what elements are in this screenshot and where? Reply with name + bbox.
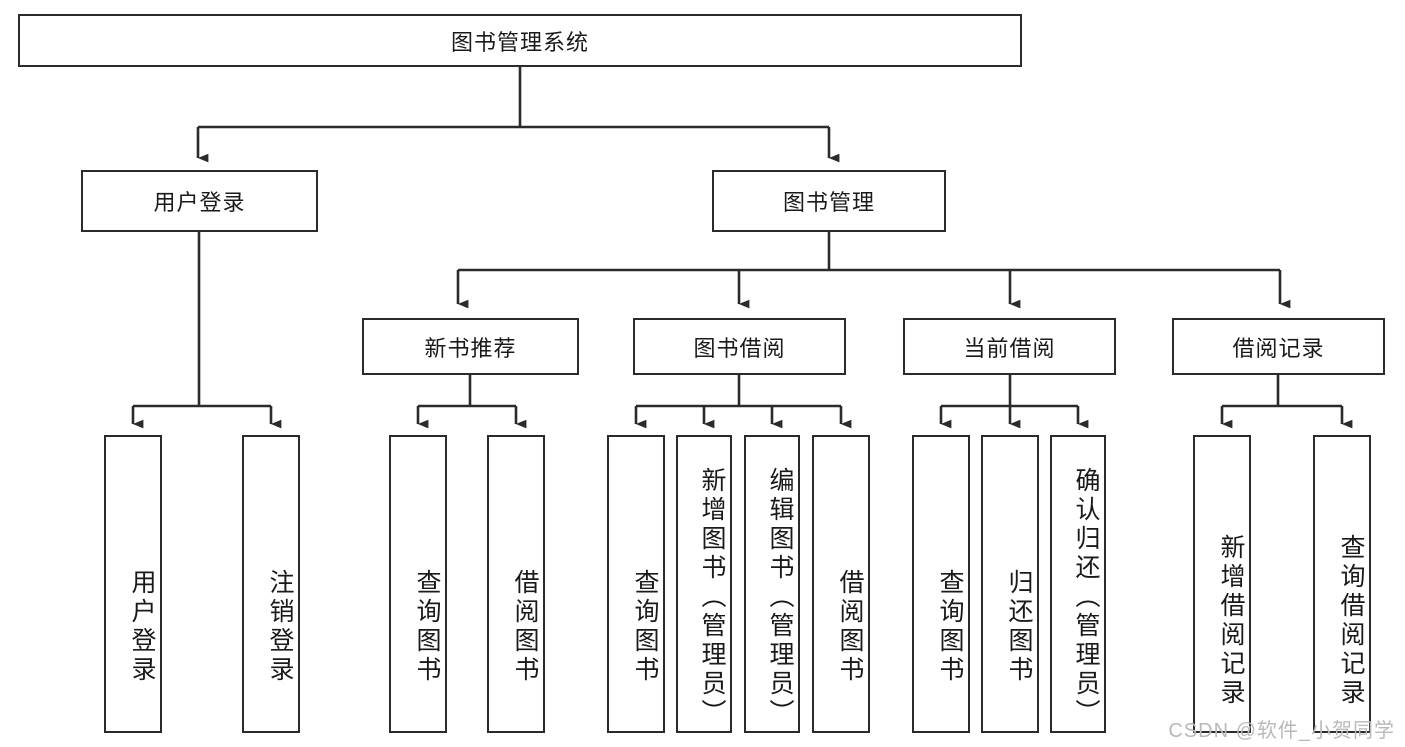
node-label: 新书推荐: [424, 335, 517, 361]
leaf-borrow-book[interactable]: 借阅图书: [812, 435, 870, 733]
node-label: 用户登录: [128, 569, 156, 685]
leaf-borrow-book-recommend[interactable]: 借阅图书: [487, 435, 545, 733]
node-label: 查询借阅记录: [1337, 534, 1365, 708]
leaf-confirm-return-admin[interactable]: 确认归还（管理员）: [1050, 435, 1106, 733]
node-label: 图书管理: [782, 190, 875, 215]
node-label: 新增图书（管理员）: [698, 466, 726, 728]
leaf-logout[interactable]: 注销登录: [242, 435, 300, 733]
node-label: 查询图书: [413, 569, 441, 685]
node-label: 查询图书: [936, 569, 964, 685]
node-label: 新增借阅记录: [1217, 534, 1245, 708]
leaf-add-book-admin[interactable]: 新增图书（管理员）: [676, 435, 732, 733]
node-label: 借阅图书: [836, 569, 864, 685]
node-borrow-records[interactable]: 借阅记录: [1172, 318, 1385, 375]
node-book-borrow[interactable]: 图书借阅: [633, 318, 846, 375]
node-label: 图书借阅: [693, 335, 786, 361]
node-label: 图书管理系统: [450, 29, 589, 55]
node-label: 借阅记录: [1232, 335, 1325, 361]
node-label: 注销登录: [266, 569, 294, 685]
node-user-login[interactable]: 用户登录: [81, 170, 318, 232]
node-label: 用户登录: [153, 190, 246, 215]
node-label: 借阅图书: [511, 569, 539, 685]
node-label: 当前借阅: [963, 335, 1056, 361]
node-root[interactable]: 图书管理系统: [18, 14, 1022, 67]
node-book-management[interactable]: 图书管理: [712, 170, 946, 232]
leaf-query-borrow-record[interactable]: 查询借阅记录: [1313, 435, 1371, 733]
node-new-book-recommend[interactable]: 新书推荐: [362, 318, 579, 375]
leaf-query-book-recommend[interactable]: 查询图书: [389, 435, 447, 733]
leaf-return-book[interactable]: 归还图书: [981, 435, 1039, 733]
node-label: 编辑图书（管理员）: [766, 466, 794, 728]
node-label: 确认归还（管理员）: [1072, 466, 1100, 728]
leaf-user-login[interactable]: 用户登录: [104, 435, 162, 733]
leaf-edit-book-admin[interactable]: 编辑图书（管理员）: [744, 435, 800, 733]
leaf-query-book-borrow[interactable]: 查询图书: [607, 435, 665, 733]
node-label: 查询图书: [631, 569, 659, 685]
leaf-add-borrow-record[interactable]: 新增借阅记录: [1193, 435, 1251, 733]
node-label: 归还图书: [1005, 569, 1033, 685]
node-current-borrow[interactable]: 当前借阅: [903, 318, 1116, 375]
leaf-query-book-current[interactable]: 查询图书: [912, 435, 970, 733]
